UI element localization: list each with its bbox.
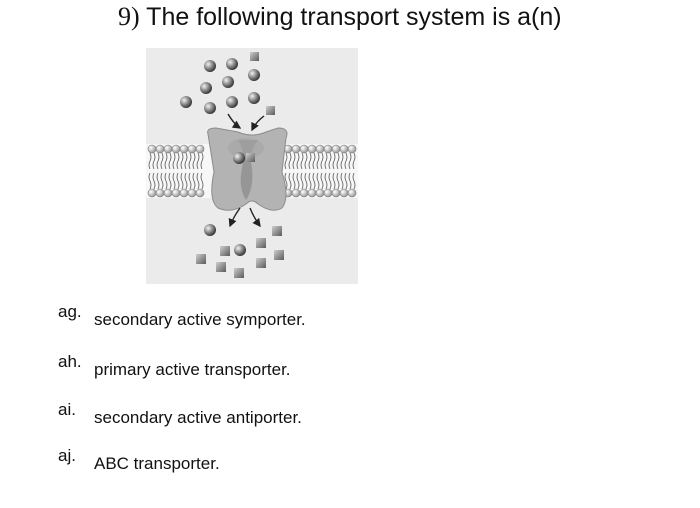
transporter-protein <box>207 127 288 211</box>
upper-cube-molecule <box>266 106 275 115</box>
option-ah[interactable]: ah. primary active transporter. <box>58 352 458 392</box>
lower-spheres <box>204 224 246 256</box>
question-number: 9) <box>118 2 140 31</box>
question-heading: 9) The following transport system is a(n… <box>118 2 562 32</box>
question-text: The following transport system is a(n) <box>146 3 562 31</box>
bound-cube-molecule <box>246 153 255 162</box>
option-aj[interactable]: aj. ABC transporter. <box>58 446 458 486</box>
option-text: primary active transporter. <box>94 360 291 379</box>
option-text: secondary active antiporter. <box>94 408 302 427</box>
inward-arrows <box>227 113 265 132</box>
option-letter: ah. <box>58 352 82 371</box>
transport-diagram <box>146 48 358 284</box>
upper-cube-molecule <box>250 52 259 61</box>
option-text: ABC transporter. <box>94 454 220 473</box>
option-text: secondary active symporter. <box>94 310 306 329</box>
lower-cubes <box>196 226 284 278</box>
upper-spheres <box>180 58 260 114</box>
membrane-transport-illustration <box>146 48 358 284</box>
option-ag[interactable]: ag. secondary active symporter. <box>58 302 458 342</box>
option-letter: aj. <box>58 446 76 465</box>
bound-sphere-molecule <box>233 152 245 164</box>
option-letter: ai. <box>58 400 76 419</box>
option-letter: ag. <box>58 302 82 321</box>
outward-arrows <box>228 207 261 228</box>
option-ai[interactable]: ai. secondary active antiporter. <box>58 400 458 440</box>
